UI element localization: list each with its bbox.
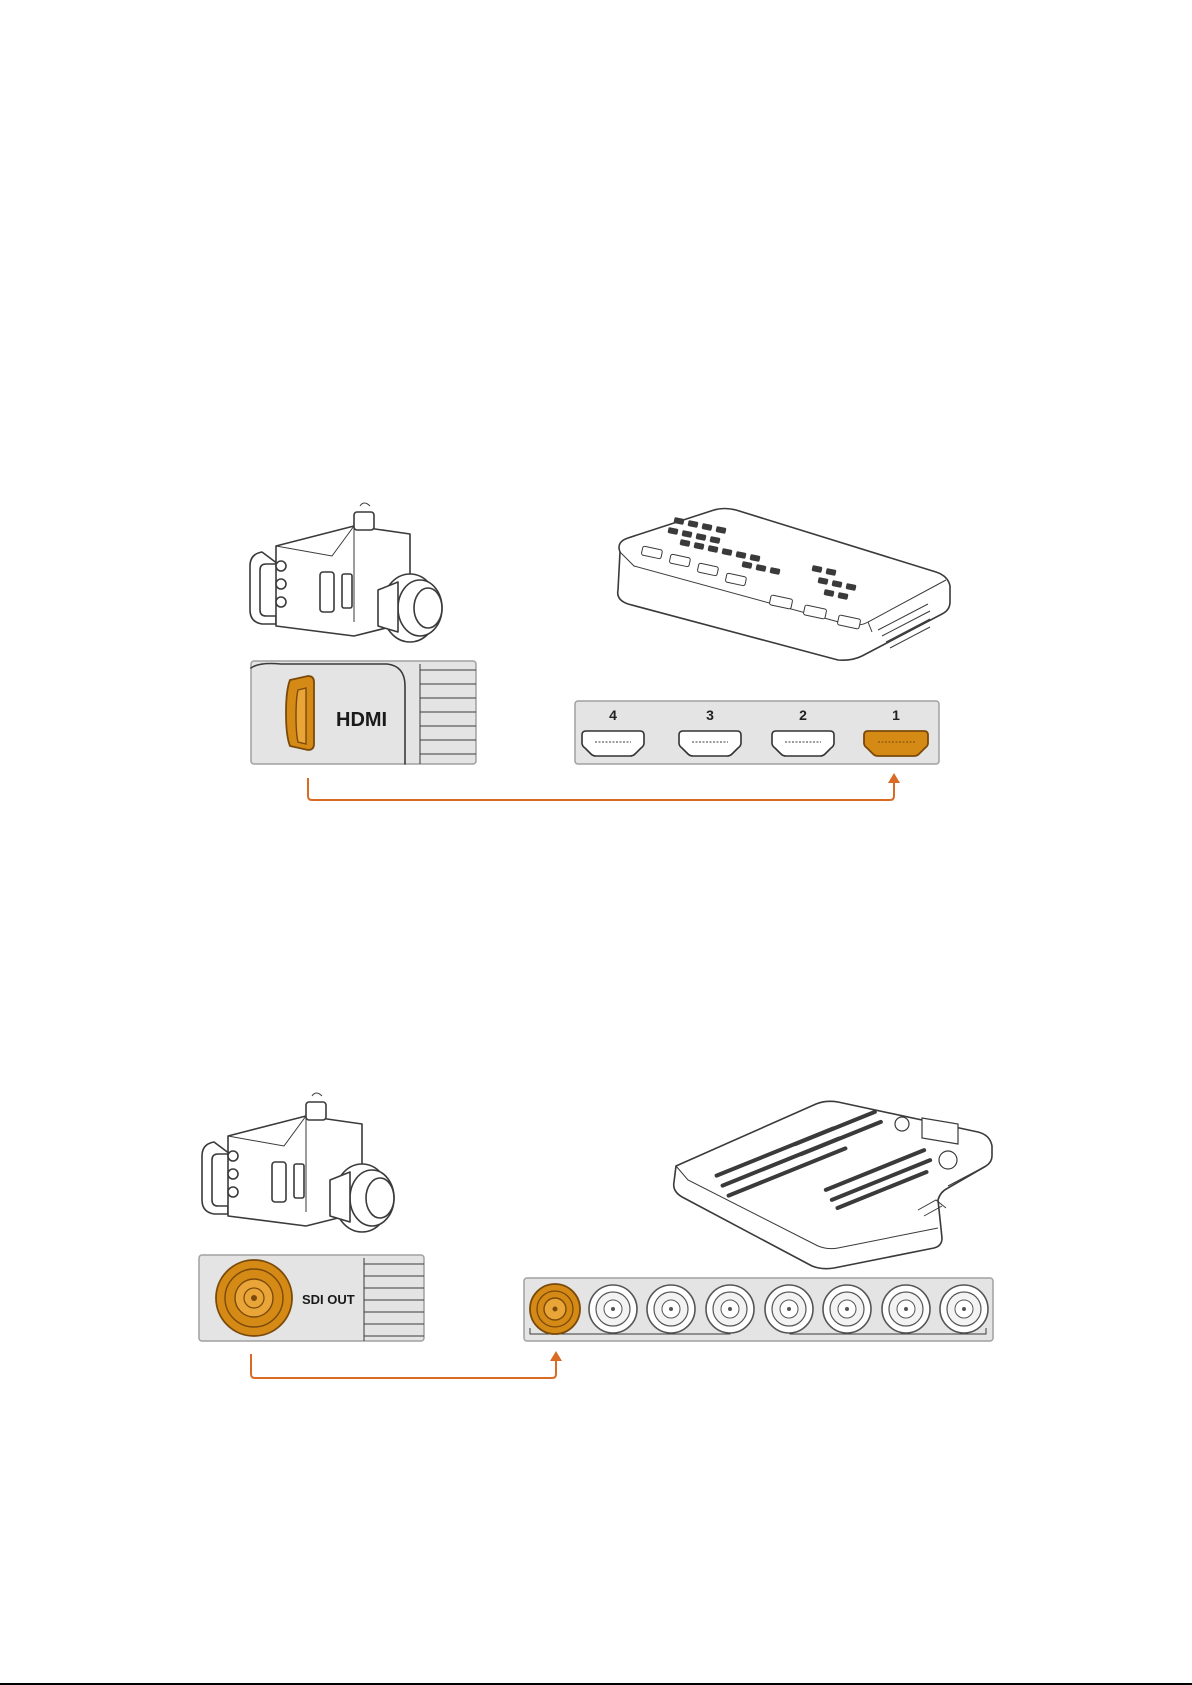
hdmi-input-3-port (679, 731, 741, 756)
switcher-illustration-bottom (674, 1101, 992, 1268)
hdmi-connection-arrow (308, 773, 900, 800)
hdmi-input-3-label: 3 (706, 707, 714, 723)
sdi-input-6 (823, 1285, 871, 1333)
sdi-diagram: SDI OUT (199, 1093, 993, 1378)
hdmi-input-4-label: 4 (609, 707, 617, 723)
sdi-input-7 (882, 1285, 930, 1333)
hdmi-input-2-label: 2 (799, 707, 807, 723)
hdmi-input-4-port (582, 731, 644, 756)
switcher-sdi-panel (524, 1278, 993, 1341)
switcher-hdmi-panel: 4 3 2 1 (575, 701, 939, 764)
camera-hdmi-panel: HDMI (251, 661, 476, 764)
sdi-input-4 (706, 1285, 754, 1333)
sdi-input-5 (765, 1285, 813, 1333)
hdmi-input-2-port (772, 731, 834, 756)
hdmi-diagram: HDMI (250, 503, 950, 800)
camera-hdmi-label: HDMI (336, 709, 387, 731)
sdi-input-1 (530, 1284, 580, 1334)
camera-hdmi-port (286, 676, 314, 750)
sdi-input-8 (940, 1285, 988, 1333)
sdi-connection-arrow (251, 1351, 562, 1378)
camera-illustration-top (250, 503, 442, 642)
hdmi-input-1-label: 1 (892, 707, 900, 723)
sdi-input-3 (647, 1285, 695, 1333)
camera-sdi-panel: SDI OUT (199, 1255, 424, 1341)
sdi-input-2 (589, 1285, 637, 1333)
camera-sdi-port (216, 1260, 292, 1336)
camera-illustration-bottom (202, 1093, 394, 1232)
camera-sdi-label: SDI OUT (302, 1292, 355, 1307)
hdmi-input-1-port (864, 731, 928, 756)
switcher-illustration-top (618, 509, 950, 661)
